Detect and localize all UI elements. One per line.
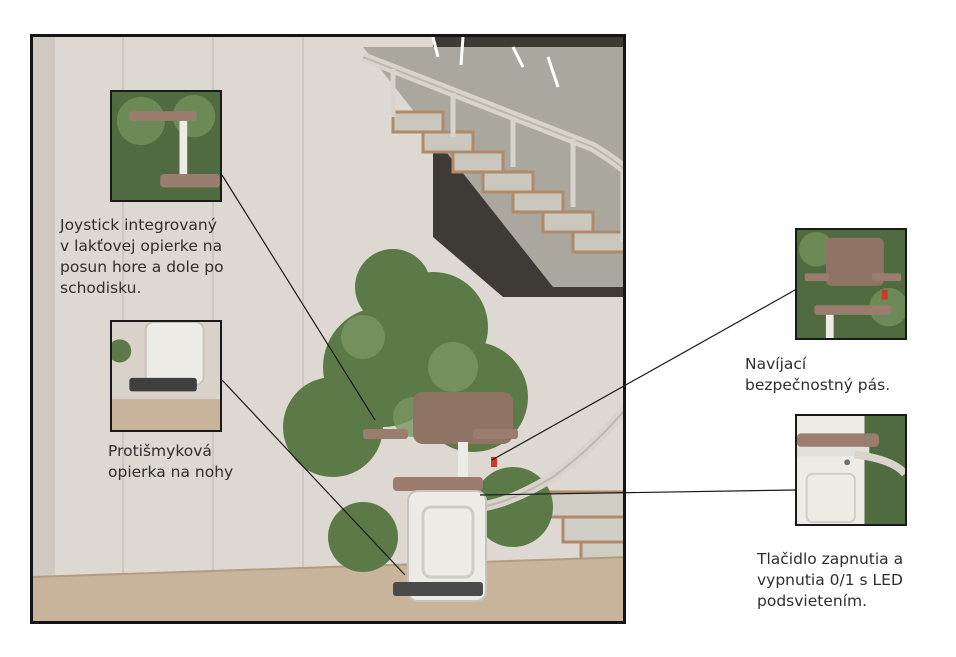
joystick-caption: Joystick integrovaný v lakťovej opierke …	[60, 216, 224, 297]
power-button-detail	[795, 414, 907, 526]
seatbelt-detail	[795, 228, 907, 340]
button-caption: Tlačidlo zapnutia a vypnutia 0/1 s LED p…	[757, 550, 904, 610]
footrest-caption: Protišmyková opierka na nohy	[108, 442, 234, 481]
footrest-detail	[110, 320, 222, 432]
armrest-joystick-detail	[110, 90, 222, 202]
belt-caption: Navíjací bezpečnostný pás.	[745, 355, 891, 394]
